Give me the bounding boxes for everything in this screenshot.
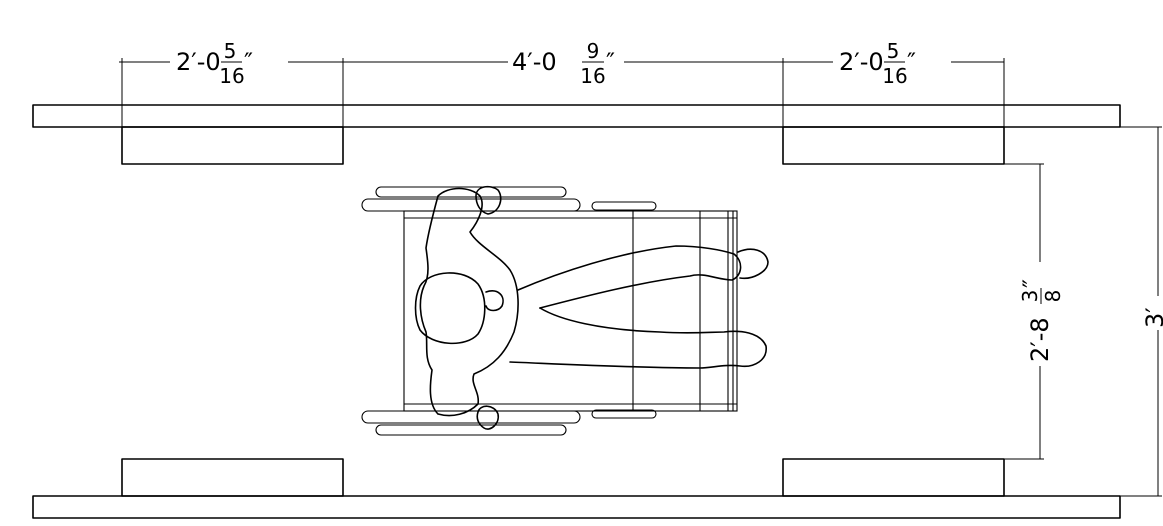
bottom-left-block [121, 458, 344, 497]
top-wheel [361, 186, 657, 212]
dim-denominator: 16 [882, 64, 907, 88]
head [414, 272, 486, 345]
dim-inch-mark: ″ [606, 48, 615, 76]
dim-denominator: 8 [1041, 290, 1065, 303]
dimension-label-top-right: 2′-0 5 16 ″ [839, 39, 916, 88]
bottom-right-block [782, 458, 1005, 497]
top-hand [475, 185, 502, 215]
dim-denominator: 16 [580, 64, 605, 88]
dimension-label-top-middle: 4′-0 9 16 ″ [512, 39, 615, 88]
bottom-handrail [32, 495, 1121, 519]
bottom-wheel [361, 409, 657, 436]
wheelchair-user-figure [361, 185, 769, 436]
lower-leg [509, 307, 767, 369]
dim-text: 3′ [1141, 307, 1163, 328]
dim-numerator: 5 [224, 39, 237, 63]
clear-width-dimension: 2′-8 3 8 ″ [1004, 163, 1065, 460]
wheelchair-frame [403, 210, 738, 412]
dim-whole: 2′-0 [176, 48, 221, 76]
dim-numerator: 3 [1018, 290, 1042, 303]
dim-denominator: 16 [219, 64, 244, 88]
dimension-label-top-left: 2′-0 5 16 ″ [176, 39, 253, 88]
top-right-block [782, 126, 1005, 165]
dim-numerator: 5 [887, 39, 900, 63]
torso [419, 187, 519, 417]
top-foot [737, 248, 769, 280]
upper-leg [517, 245, 742, 309]
dimension-label-overall-width: 3′ [1141, 307, 1163, 328]
dim-inch-mark: ″ [244, 48, 253, 76]
dim-whole: 2′-8 [1026, 317, 1054, 362]
bottom-hand [476, 405, 500, 430]
dim-inch-mark: ″ [1018, 279, 1046, 288]
dim-inch-mark: ″ [907, 48, 916, 76]
overall-width-dimension: 3′ [1120, 126, 1163, 497]
dim-whole: 2′-0 [839, 48, 884, 76]
dimension-label-clear-width: 2′-8 3 8 ″ [1018, 279, 1065, 362]
nose [485, 290, 504, 312]
top-handrail [32, 104, 1121, 128]
top-left-block [121, 126, 344, 165]
dim-numerator: 9 [587, 39, 600, 63]
top-dimension-string [119, 36, 1005, 127]
dim-whole: 4′-0 [512, 48, 557, 76]
